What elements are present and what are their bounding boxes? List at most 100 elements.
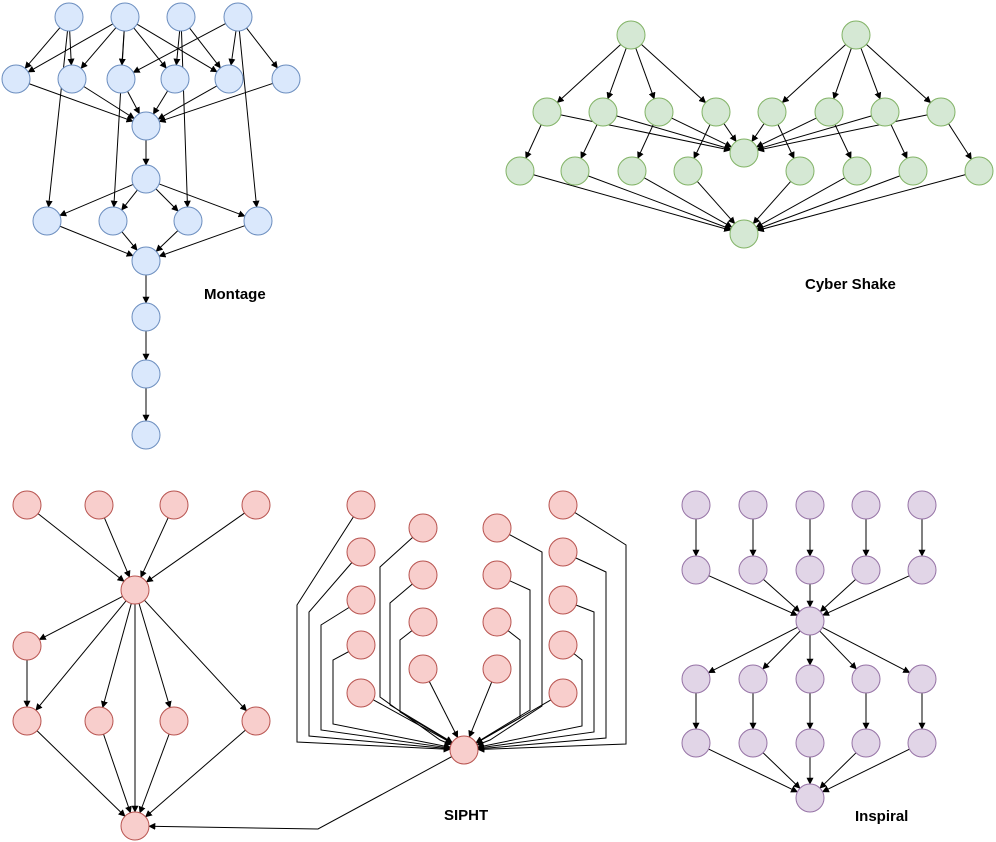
inspiral-node: [681, 664, 711, 694]
cybershake-edge: [637, 124, 654, 159]
sipht-edge: [37, 513, 125, 582]
inspiral-edge: [822, 626, 911, 674]
cybershake-edge: [643, 177, 733, 228]
montage-edge: [152, 90, 169, 115]
cybershake-edge: [671, 117, 733, 148]
sipht-node: [241, 706, 271, 736]
sipht-node: [159, 706, 189, 736]
cybershake-edge: [560, 114, 731, 153]
inspiral-edge: [707, 626, 798, 674]
inspiral-node: [738, 664, 768, 694]
cybershake-edge: [635, 47, 656, 100]
sipht-edge: [138, 603, 172, 709]
sipht-edge: [332, 644, 451, 750]
cybershake-node: [505, 156, 535, 186]
inspiral-node: [681, 490, 711, 520]
cybershake-edge: [755, 177, 846, 228]
sipht-node: [408, 513, 438, 543]
sipht-edge: [476, 527, 543, 746]
inspiral-node: [681, 728, 711, 758]
sipht-edge: [144, 599, 247, 712]
sipht-node: [346, 630, 376, 660]
inspiral-node: [907, 664, 937, 694]
montage-edge: [121, 231, 138, 251]
cybershake-node: [616, 20, 646, 50]
montage-node: [131, 302, 161, 332]
edges-layer: [23, 23, 972, 830]
sipht-edge: [399, 621, 453, 744]
sipht-node: [548, 630, 578, 660]
montage-edge: [155, 188, 179, 212]
montage-edge: [24, 27, 61, 69]
sipht-edge: [103, 517, 131, 578]
inspiral-node: [681, 555, 711, 585]
cybershake-node: [617, 156, 647, 186]
montage-node: [106, 64, 136, 94]
cybershake-node: [729, 138, 759, 168]
montage-node: [160, 64, 190, 94]
sipht-edge: [38, 596, 123, 640]
inspiral-edge: [763, 578, 801, 613]
inspiral-edge: [821, 748, 910, 793]
montage-node: [131, 359, 161, 389]
sipht-node: [548, 585, 578, 615]
sipht-node: [120, 811, 150, 841]
montage-edge: [228, 30, 237, 66]
cybershake-edge: [587, 175, 732, 231]
sipht-node: [482, 560, 512, 590]
montage-node: [131, 111, 161, 141]
cybershake-edge: [525, 124, 542, 159]
sipht-node: [548, 537, 578, 567]
montage-node: [271, 64, 301, 94]
montage-edge: [173, 30, 181, 66]
sipht-node: [346, 678, 376, 708]
cybershake-edge: [860, 47, 882, 100]
cybershake-node: [560, 156, 590, 186]
sipht-node: [84, 706, 114, 736]
montage-edge: [45, 30, 68, 208]
cybershake-edge: [580, 124, 598, 159]
montage-node: [1, 64, 31, 94]
cybershake-node: [644, 97, 674, 127]
cybershake-edge: [948, 123, 972, 160]
montage-edge: [158, 183, 246, 218]
sipht-edge: [145, 729, 246, 818]
sipht-edge: [468, 681, 493, 738]
montage-edge: [158, 225, 245, 258]
sipht-edge: [36, 730, 126, 817]
inspiral-edge: [822, 575, 910, 616]
cybershake-edge: [756, 175, 901, 231]
montage-node: [98, 206, 128, 236]
inspiral-node: [738, 490, 768, 520]
sipht-edge: [296, 504, 451, 753]
inspiral-edge: [762, 752, 801, 789]
montage-edge: [121, 189, 138, 211]
inspiral-label: Inspiral: [855, 808, 908, 825]
sipht-node: [159, 490, 189, 520]
sipht-node: [346, 490, 376, 520]
montage-edge: [132, 23, 226, 73]
sipht-node: [482, 654, 512, 684]
sipht-node: [449, 735, 479, 765]
montage-edge: [238, 30, 260, 208]
sipht-edge: [320, 599, 451, 751]
cybershake-edge: [751, 123, 765, 143]
montage-node: [110, 2, 140, 32]
sipht-node: [482, 607, 512, 637]
cybershake-node: [757, 97, 787, 127]
cybershake-edge: [556, 44, 622, 104]
sipht-node: [482, 513, 512, 543]
montage-edge: [157, 85, 218, 120]
montage-edge: [136, 23, 218, 73]
sipht-edge: [101, 603, 132, 709]
inspiral-node: [795, 555, 825, 585]
montage-edge: [246, 27, 278, 69]
sipht-label: SIPHT: [444, 807, 488, 824]
inspiral-node: [738, 555, 768, 585]
inspiral-node: [907, 555, 937, 585]
cybershake-node: [842, 156, 872, 186]
sipht-edge: [477, 551, 607, 752]
montage-edge: [180, 30, 191, 208]
sipht-edge: [373, 699, 453, 744]
sipht-node: [84, 490, 114, 520]
